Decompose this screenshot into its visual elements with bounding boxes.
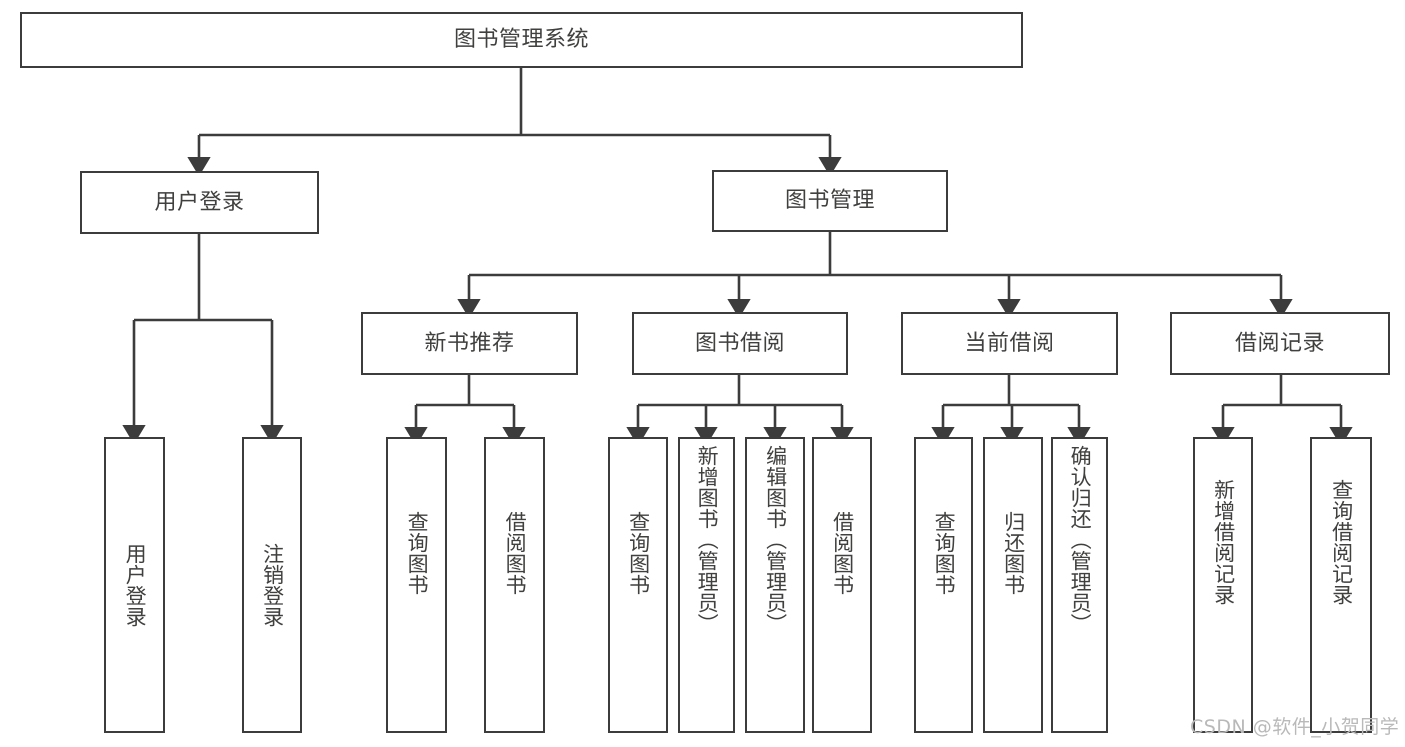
leaf-current-borrow-confirm-label: 确认归还（管理员） xyxy=(1068,445,1093,634)
node-current-borrow[interactable]: 当前借阅 xyxy=(901,312,1118,375)
csdn-watermark-text: CSDN @软件_小贺同学 xyxy=(1190,716,1400,738)
leaf-book-borrow-query-label: 查询图书 xyxy=(626,511,651,595)
leaf-current-borrow-query[interactable]: 查询图书 xyxy=(914,437,973,733)
leaf-user-login-logout-label: 注销登录 xyxy=(260,543,285,627)
node-book-borrow[interactable]: 图书借阅 xyxy=(632,312,848,375)
leaf-user-login-login[interactable]: 用户登录 xyxy=(104,437,165,733)
leaf-book-borrow-edit-label: 编辑图书（管理员） xyxy=(763,445,788,634)
leaf-borrow-record-add-label: 新增借阅记录 xyxy=(1211,479,1236,605)
node-root-label: 图书管理系统 xyxy=(453,27,589,53)
node-borrow-record-label: 借阅记录 xyxy=(1234,330,1325,356)
leaf-borrow-record-query[interactable]: 查询借阅记录 xyxy=(1310,437,1372,733)
node-user-login[interactable]: 用户登录 xyxy=(80,171,319,234)
leaf-current-borrow-return-label: 归还图书 xyxy=(1001,511,1026,595)
node-current-borrow-label: 当前借阅 xyxy=(964,330,1055,356)
leaf-new-book-borrow[interactable]: 借阅图书 xyxy=(484,437,545,733)
leaf-book-borrow-borrow-label: 借阅图书 xyxy=(830,511,855,595)
leaf-user-login-logout[interactable]: 注销登录 xyxy=(242,437,302,733)
leaf-book-borrow-add[interactable]: 新增图书（管理员） xyxy=(678,437,735,733)
node-new-book-recommend-label: 新书推荐 xyxy=(424,330,515,356)
node-root[interactable]: 图书管理系统 xyxy=(20,12,1023,68)
leaf-new-book-query[interactable]: 查询图书 xyxy=(386,437,447,733)
leaf-user-login-login-label: 用户登录 xyxy=(123,543,148,627)
node-borrow-record[interactable]: 借阅记录 xyxy=(1170,312,1390,375)
node-book-borrow-label: 图书借阅 xyxy=(694,330,785,356)
leaf-current-borrow-query-label: 查询图书 xyxy=(932,511,957,595)
leaf-book-borrow-edit[interactable]: 编辑图书（管理员） xyxy=(745,437,805,733)
csdn-watermark: CSDN @软件_小贺同学 xyxy=(1190,712,1399,739)
leaf-borrow-record-query-label: 查询借阅记录 xyxy=(1329,479,1354,605)
node-book-management-label: 图书管理 xyxy=(784,188,875,214)
node-book-management[interactable]: 图书管理 xyxy=(712,170,948,232)
leaf-borrow-record-add[interactable]: 新增借阅记录 xyxy=(1193,437,1253,733)
leaf-book-borrow-query[interactable]: 查询图书 xyxy=(608,437,668,733)
leaf-book-borrow-borrow[interactable]: 借阅图书 xyxy=(812,437,872,733)
leaf-book-borrow-add-label: 新增图书（管理员） xyxy=(695,445,720,634)
leaf-new-book-query-label: 查询图书 xyxy=(405,511,430,595)
leaf-new-book-borrow-label: 借阅图书 xyxy=(503,511,528,595)
node-user-login-label: 用户登录 xyxy=(154,189,245,215)
leaf-current-borrow-return[interactable]: 归还图书 xyxy=(983,437,1043,733)
leaf-current-borrow-confirm[interactable]: 确认归还（管理员） xyxy=(1051,437,1108,733)
node-new-book-recommend[interactable]: 新书推荐 xyxy=(361,312,578,375)
